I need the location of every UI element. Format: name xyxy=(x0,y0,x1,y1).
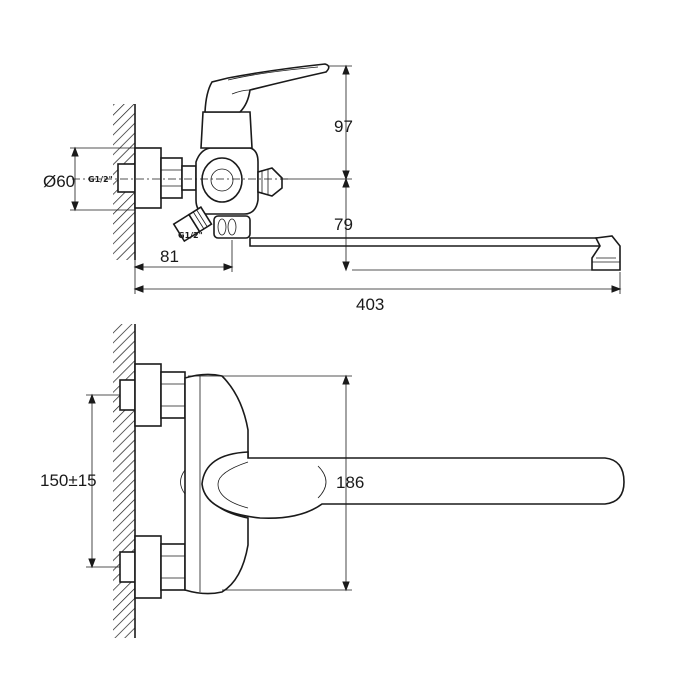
spout-root xyxy=(213,215,251,239)
front-lever xyxy=(201,451,625,520)
dim-diameter: Ø60 xyxy=(43,172,75,191)
shower-outlet xyxy=(172,206,213,243)
thread-label-outlet: G1/2" xyxy=(178,231,203,240)
side-view: G1/2" G1/2" Ø60 97 79 xyxy=(43,63,622,314)
dim-height-upper: 97 xyxy=(334,117,353,136)
spout xyxy=(249,237,614,247)
dim-wall-offset: 81 xyxy=(160,247,179,266)
decorative-flange xyxy=(134,147,162,209)
union-nut xyxy=(160,157,183,199)
lower-flange xyxy=(134,535,162,599)
dim-total-length: 403 xyxy=(356,295,384,314)
dim-height: 186 xyxy=(336,473,364,492)
cartridge-column xyxy=(200,111,253,149)
upper-flange xyxy=(134,363,162,427)
dim-height-lower: 79 xyxy=(334,215,353,234)
lever-handle xyxy=(204,63,330,113)
front-view: 150±15 186 xyxy=(40,324,625,638)
thread-label-inlet: G1/2" xyxy=(88,175,113,184)
dim-spacing: 150±15 xyxy=(40,471,97,490)
wall-section-front xyxy=(113,324,135,638)
eccentric-connector xyxy=(117,163,136,193)
diverter-knob xyxy=(257,167,283,197)
